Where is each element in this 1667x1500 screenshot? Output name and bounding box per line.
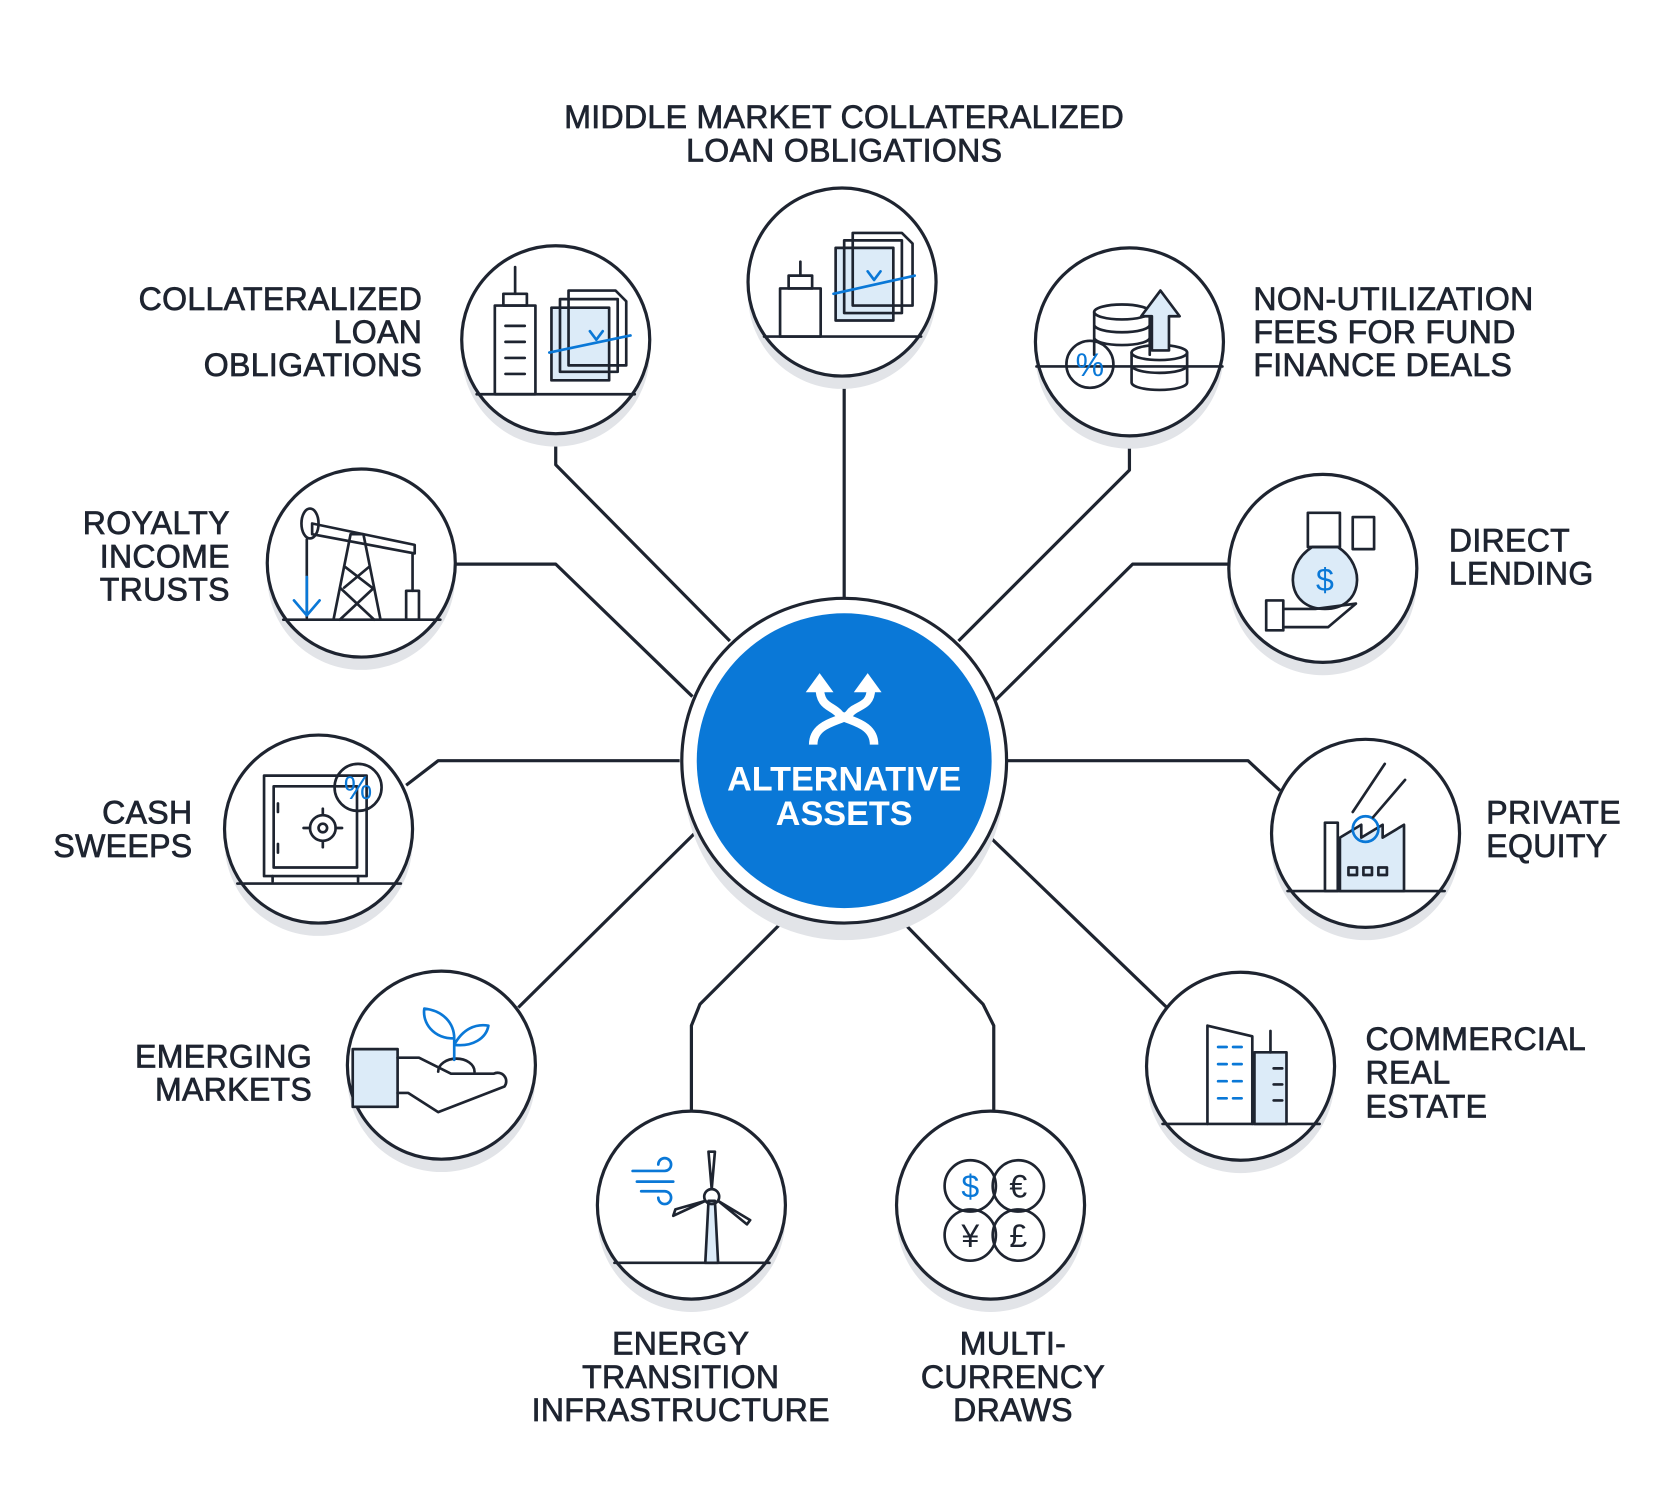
label-line: OBLIGATIONS (204, 347, 422, 383)
yen-symbol: ¥ (960, 1218, 979, 1254)
label-line: TRUSTS (100, 571, 230, 607)
node-commercial-real-estate[interactable]: COMMERCIAL REAL ESTATE (1144, 970, 1586, 1174)
label-line: COLLATERALIZED (139, 281, 423, 317)
label-line: INCOME (100, 538, 230, 574)
label-line: EQUITY (1486, 828, 1607, 864)
hand-plant-icon (351, 1007, 508, 1114)
connector-energy (689, 915, 789, 1112)
label-line: EMERGING (135, 1038, 312, 1074)
coins-percent-arrow-icon: % (1065, 289, 1189, 392)
crossing-arrows-icon (805, 673, 882, 746)
node-clo[interactable]: COLLATERALIZED LOAN OBLIGATIONS (138, 244, 652, 447)
node-cash-sweeps[interactable]: % CASH SWEEPS (53, 733, 415, 936)
label-line: CASH (102, 795, 192, 831)
dollar-icon: $ (1316, 562, 1334, 598)
label-line: FINANCE DEALS (1253, 347, 1512, 383)
node-energy-transition[interactable]: ENERGY TRANSITION INFRASTRUCTURE (531, 1109, 830, 1428)
center-title-line2: ASSETS (776, 795, 913, 833)
euro-symbol: € (1009, 1169, 1027, 1205)
label-line: DRAWS (953, 1392, 1073, 1428)
safe-percent-icon: % (262, 762, 383, 883)
node-royalty-income[interactable]: ROYALTY INCOME TRUSTS (82, 467, 457, 670)
connector-clo (554, 434, 732, 643)
label-line: REAL (1366, 1054, 1451, 1090)
label-line: LOAN OBLIGATIONS (686, 132, 1002, 168)
label-line: PRIVATE (1486, 795, 1621, 831)
label-line: MIDDLE MARKET COLLATERALIZED (564, 99, 1124, 135)
connector-non-utilization (957, 435, 1132, 643)
label-line: LOAN (334, 314, 423, 350)
center-title-line1: ALTERNATIVE (727, 761, 961, 799)
label-line: TRANSITION (582, 1359, 779, 1395)
label-line: NON-UTILIZATION (1253, 281, 1533, 317)
node-private-equity[interactable]: PRIVATE EQUITY (1269, 737, 1621, 941)
label-line: ESTATE (1366, 1089, 1488, 1125)
label-line: CURRENCY (921, 1359, 1105, 1395)
label-line: LENDING (1449, 555, 1594, 591)
connector-multi-currency (896, 915, 996, 1112)
node-mm-clo[interactable]: MIDDLE MARKET COLLATERALIZED LOAN OBLIGA… (564, 99, 1124, 389)
currency-coins-icon: $ € ¥ £ (943, 1158, 1046, 1263)
factory-hand-icon (1323, 762, 1407, 893)
center-circle (696, 613, 992, 909)
label-line: DIRECT (1449, 522, 1570, 558)
building-documents-icon (778, 231, 917, 338)
connector-cash (405, 759, 680, 787)
connector-emerging (517, 832, 696, 1009)
label-line: INFRASTRUCTURE (532, 1392, 830, 1428)
node-multi-currency[interactable]: $ € ¥ £ MULTI- CURRENCY DRAWS (894, 1109, 1106, 1428)
building-documents-icon (493, 265, 632, 396)
pound-symbol: £ (1009, 1218, 1027, 1254)
percent-icon: % (1076, 347, 1105, 383)
label-line: MARKETS (155, 1071, 312, 1107)
oil-pump-icon (292, 507, 421, 621)
node-emerging-markets[interactable]: EMERGING MARKETS (135, 969, 538, 1173)
label-line: COMMERCIAL (1366, 1021, 1586, 1057)
label-line: ENERGY (612, 1326, 749, 1362)
connector-direct-lending (994, 562, 1229, 701)
dollar-symbol: $ (961, 1169, 979, 1205)
money-bag-hand-icon: $ (1264, 511, 1376, 632)
connector-commercial-real-estate (990, 837, 1168, 1009)
connector-royalty (456, 562, 694, 698)
label-line: ROYALTY (83, 505, 230, 541)
wind-turbine-icon (631, 1150, 752, 1265)
label-line: MULTI- (960, 1326, 1066, 1362)
node-non-utilization[interactable]: % NON-UTILIZATION FEES FOR FUND FINANCE … (1033, 246, 1534, 449)
label-line: FEES FOR FUND (1253, 314, 1515, 350)
percent-icon: % (344, 770, 373, 806)
center-hub: ALTERNATIVE ASSETS (680, 596, 1009, 941)
office-buildings-icon (1206, 1024, 1288, 1126)
label-line: SWEEPS (53, 828, 192, 864)
node-direct-lending[interactable]: $ DIRECT LENDING (1227, 472, 1594, 676)
connector-private-equity (1007, 759, 1282, 792)
